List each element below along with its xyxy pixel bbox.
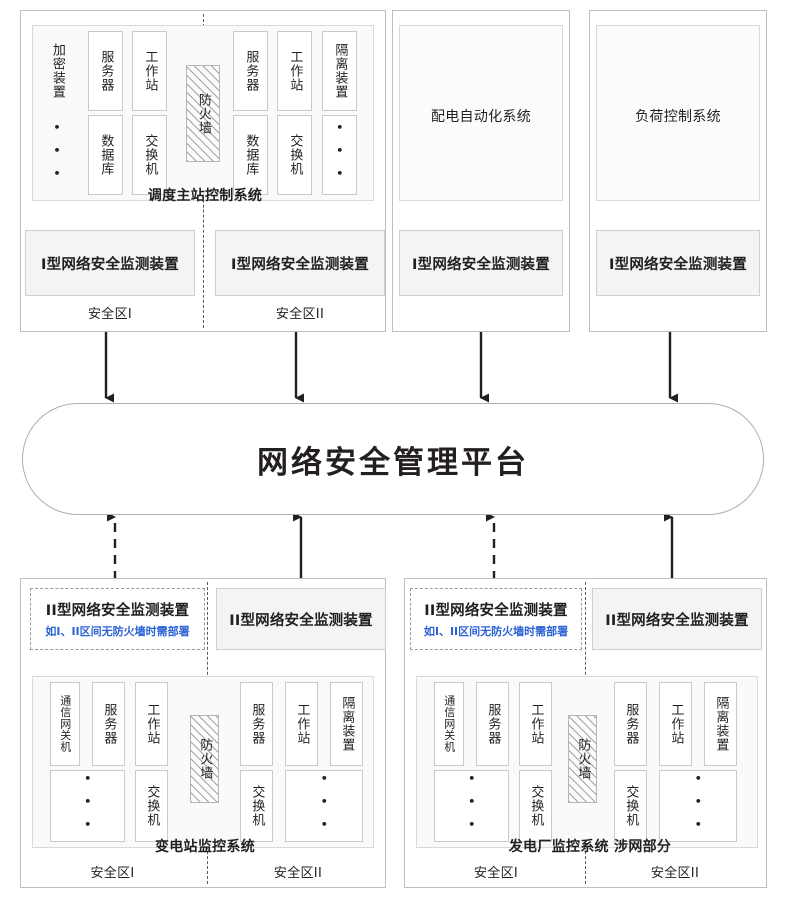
device-dots-power-plant-z2: ••• (659, 770, 737, 842)
device-label: 数据库 (243, 134, 259, 176)
device-label: 交换机 (528, 785, 544, 827)
device-workstation-power-plant-z2[interactable]: 工作站 (659, 682, 692, 766)
monitor-label: I型网络安全监测装置 (609, 256, 747, 273)
device-switch-power-plant-z2[interactable]: 交换机 (614, 770, 647, 842)
device-comm-gateway-power-plant[interactable]: 通信网关机 (434, 682, 464, 766)
device-isolation-dispatch-z2[interactable]: 隔离装置 (322, 31, 357, 111)
distribution-system-box (399, 25, 563, 201)
zone-label-substation-1: 安全区I (90, 866, 135, 881)
device-switch-substation-z1[interactable]: 交换机 (135, 770, 168, 842)
device-label: 工作站 (287, 50, 303, 92)
device-label: 交换机 (623, 785, 639, 827)
device-label: 服务器 (98, 50, 114, 92)
device-workstation-dispatch-z1[interactable]: 工作站 (132, 31, 167, 111)
monitor-optional-note: 如I、II区间无防火墙时需部署 (423, 625, 569, 638)
device-switch-dispatch-z2[interactable]: 交换机 (277, 115, 312, 195)
device-label: 交换机 (287, 134, 303, 176)
device-workstation-power-plant-z1[interactable]: 工作站 (519, 682, 552, 766)
load-control-system-box (596, 25, 760, 201)
device-label: 工作站 (294, 703, 310, 745)
device-label: 服务器 (485, 703, 501, 745)
substation-system-label: 变电站监控系统 (154, 839, 256, 855)
monitor-type2-substation-z1[interactable]: II型网络安全监测装置 如I、II区间无防火墙时需部署 (30, 588, 205, 650)
monitor-type1-dispatch-z2[interactable]: I型网络安全监测装置 (215, 230, 385, 296)
zone-label-power-plant-1: 安全区I (473, 866, 519, 881)
device-isolation-power-plant-z2[interactable]: 隔离装置 (704, 682, 737, 766)
device-server-power-plant-z1[interactable]: 服务器 (476, 682, 509, 766)
device-label: 工作站 (668, 703, 684, 745)
monitor-type2-substation-z2[interactable]: II型网络安全监测装置 (216, 588, 386, 650)
device-dots-power-plant-z1: ••• (434, 770, 509, 842)
device-label: 通信网关机 (58, 695, 72, 753)
monitor-type2-power-plant-z1[interactable]: II型网络安全监测装置 如I、II区间无防火墙时需部署 (410, 588, 582, 650)
platform-label: 网络安全管理平台 (257, 444, 529, 481)
firewall-substation[interactable]: 防火墙 (190, 715, 219, 803)
device-label: 通信网关机 (442, 695, 456, 753)
monitor-type1-distribution[interactable]: I型网络安全监测装置 (399, 230, 563, 296)
device-label: 数据库 (98, 134, 114, 176)
distribution-system-label: 配电自动化系统 (430, 109, 532, 125)
device-label: 加密装置 (49, 43, 65, 99)
device-label: 服务器 (101, 703, 117, 745)
monitor-label: I型网络安全监测装置 (231, 256, 369, 273)
device-database-dispatch-z2[interactable]: 数据库 (233, 115, 268, 195)
monitor-type1-load-control[interactable]: I型网络安全监测装置 (596, 230, 760, 296)
device-label: 隔离装置 (339, 696, 355, 752)
device-label: 隔离装置 (713, 696, 729, 752)
device-server-power-plant-z2[interactable]: 服务器 (614, 682, 647, 766)
device-label: 服务器 (243, 50, 259, 92)
device-label: 交换机 (142, 134, 158, 176)
device-label: 服务器 (249, 703, 265, 745)
firewall-label: 防火墙 (197, 738, 213, 780)
device-encryption[interactable]: 加密装置 (38, 31, 76, 111)
device-label: 交换机 (249, 785, 265, 827)
monitor-label: II型网络安全监测装置 (229, 612, 373, 629)
load-control-system-label: 负荷控制系统 (635, 109, 721, 125)
dispatch-system-label: 调度主站控制系统 (147, 188, 263, 204)
device-label: 工作站 (142, 50, 158, 92)
device-workstation-substation-z2[interactable]: 工作站 (285, 682, 318, 766)
device-workstation-substation-z1[interactable]: 工作站 (135, 682, 168, 766)
zone-label-dispatch-2: 安全区II (275, 307, 325, 322)
device-dots-dispatch-z1: ••• (50, 120, 64, 190)
zone-label-substation-2: 安全区II (273, 866, 323, 881)
power-plant-system-label: 发电厂监控系统 涉网部分 (508, 839, 672, 855)
device-dots-dispatch-z2: ••• (322, 115, 357, 195)
device-server-substation-z2[interactable]: 服务器 (240, 682, 273, 766)
device-comm-gateway-substation[interactable]: 通信网关机 (50, 682, 80, 766)
monitor-type2-power-plant-z2[interactable]: II型网络安全监测装置 (592, 588, 762, 650)
device-switch-power-plant-z1[interactable]: 交换机 (519, 770, 552, 842)
device-workstation-dispatch-z2[interactable]: 工作站 (277, 31, 312, 111)
firewall-power-plant[interactable]: 防火墙 (568, 715, 597, 803)
zone-label-dispatch-1: 安全区I (87, 307, 133, 322)
device-isolation-substation-z2[interactable]: 隔离装置 (330, 682, 363, 766)
firewall-label: 防火墙 (575, 738, 591, 780)
device-label: 工作站 (528, 703, 544, 745)
monitor-label: II型网络安全监测装置 (605, 612, 749, 629)
monitor-label: II型网络安全监测装置 (424, 603, 568, 619)
monitor-label: II型网络安全监测装置 (45, 603, 190, 619)
device-server-dispatch-z1[interactable]: 服务器 (88, 31, 123, 111)
device-switch-dispatch-z1[interactable]: 交换机 (132, 115, 167, 195)
device-server-dispatch-z2[interactable]: 服务器 (233, 31, 268, 111)
device-database-dispatch-z1[interactable]: 数据库 (88, 115, 123, 195)
device-server-substation-z1[interactable]: 服务器 (92, 682, 125, 766)
device-dots-substation-z2: ••• (285, 770, 363, 842)
device-label: 隔离装置 (332, 43, 348, 99)
firewall-label: 防火墙 (195, 92, 211, 135)
monitor-optional-note: 如I、II区间无防火墙时需部署 (45, 625, 190, 638)
monitor-label: I型网络安全监测装置 (412, 256, 550, 273)
firewall-dispatch[interactable]: 防火墙 (186, 65, 220, 162)
device-switch-substation-z2[interactable]: 交换机 (240, 770, 273, 842)
device-label: 交换机 (144, 785, 160, 827)
monitor-label: I型网络安全监测装置 (41, 256, 179, 273)
monitor-type1-dispatch-z1[interactable]: I型网络安全监测装置 (25, 230, 195, 296)
device-label: 工作站 (144, 703, 160, 745)
zone-label-power-plant-2: 安全区II (650, 866, 700, 881)
network-security-management-platform[interactable]: 网络安全管理平台 (22, 403, 764, 515)
device-dots-substation-z1: ••• (50, 770, 125, 842)
device-label: 服务器 (623, 703, 639, 745)
